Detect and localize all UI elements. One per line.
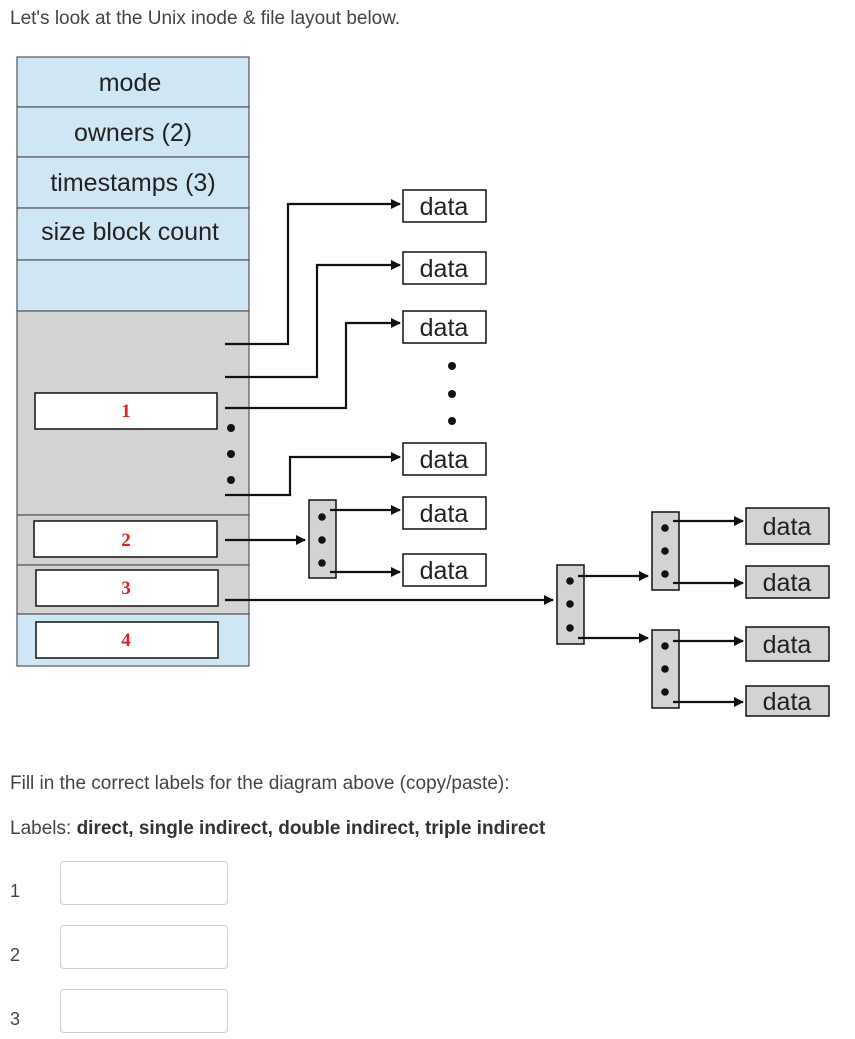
data-block	[402, 189, 487, 223]
inode-diagram: mode owners (2) timestamps (3) size bloc…	[16, 56, 830, 717]
pointer-box-3	[35, 569, 219, 607]
answer-input-3[interactable]	[60, 989, 228, 1033]
data-label: data	[763, 569, 812, 597]
pointer-box-2	[33, 520, 218, 558]
pointer-box-4	[35, 621, 219, 659]
data-label: data	[763, 688, 812, 716]
ellipsis-dot	[318, 513, 326, 521]
answer-row-3: 3	[0, 989, 260, 1039]
inode-field-size: size block count	[41, 218, 219, 246]
inode-timestamps-cell	[16, 156, 250, 209]
answer-number-1: 1	[10, 881, 21, 901]
data-label: data	[420, 557, 469, 585]
ellipsis-dot	[318, 559, 326, 567]
data-block	[745, 685, 830, 717]
data-block	[402, 496, 487, 530]
data-label: data	[420, 314, 469, 342]
ellipsis-dot	[566, 577, 574, 585]
data-block	[402, 310, 487, 344]
inode-blank-cell	[16, 259, 250, 312]
direct-pointer-line	[225, 452, 401, 497]
ellipsis-dot	[661, 547, 669, 555]
inode-size-cell	[16, 207, 250, 261]
direct-pointer-line	[225, 260, 401, 379]
data-label: data	[420, 446, 469, 474]
data-label: data	[420, 500, 469, 528]
answer-row-1: 1	[0, 861, 260, 911]
pointer-number-2: 2	[121, 530, 131, 551]
ellipsis-dot	[661, 524, 669, 532]
inode-field-mode: mode	[99, 69, 162, 97]
inode-field-owners: owners (2)	[74, 119, 192, 147]
ellipsis-dot	[227, 450, 235, 458]
data-block	[402, 553, 487, 587]
direct-pointer-line	[225, 318, 401, 410]
data-label: data	[763, 513, 812, 541]
answer-row-2: 2	[0, 925, 260, 975]
pointer-number-3: 3	[121, 578, 131, 599]
answer-input-1[interactable]	[60, 861, 228, 905]
ellipsis-dot	[566, 600, 574, 608]
data-label: data	[420, 255, 469, 283]
data-block	[745, 507, 830, 545]
data-block	[745, 626, 830, 662]
data-block	[402, 251, 487, 285]
data-block	[402, 442, 487, 476]
data-label: data	[763, 631, 812, 659]
labels-prefix: Labels:	[10, 818, 72, 839]
ellipsis-dot	[566, 624, 574, 632]
inode-field-timestamps: timestamps (3)	[50, 169, 215, 197]
ellipsis-dot	[448, 390, 456, 398]
answer-number-3: 3	[10, 1009, 21, 1029]
answer-input-2[interactable]	[60, 925, 228, 969]
ellipsis-dot	[227, 424, 235, 432]
ellipsis-dot	[661, 570, 669, 578]
direct-pointer-line	[225, 199, 401, 346]
data-label: data	[420, 193, 469, 221]
labels-line: Labels: direct, single indirect, double …	[10, 818, 545, 840]
ellipsis-dot	[661, 665, 669, 673]
labels-list: direct, single indirect, double indirect…	[76, 818, 546, 839]
ellipsis-dot	[661, 688, 669, 696]
ellipsis-dot	[448, 417, 456, 425]
question-text: Fill in the correct labels for the diagr…	[10, 773, 510, 794]
data-block	[745, 565, 830, 599]
answer-number-2: 2	[10, 945, 21, 965]
ellipsis-dot	[661, 642, 669, 650]
ellipsis-dot	[227, 476, 235, 484]
pointer-number-1: 1	[121, 401, 131, 422]
inode-mode-cell	[16, 56, 250, 108]
intro-text: Let's look at the Unix inode & file layo…	[10, 8, 401, 29]
pointer-box-1	[34, 392, 218, 430]
pointer-number-4: 4	[121, 630, 131, 651]
ellipsis-dot	[448, 362, 456, 370]
ellipsis-dot	[318, 536, 326, 544]
